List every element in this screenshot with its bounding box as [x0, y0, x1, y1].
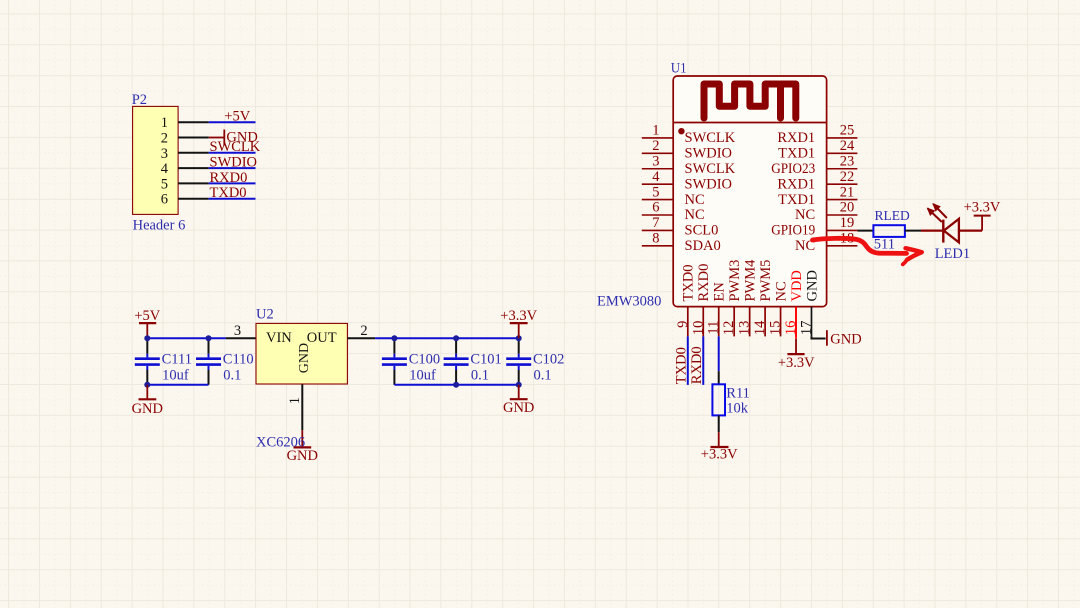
svg-text:21: 21 [840, 184, 855, 200]
svg-text:P2: P2 [132, 92, 147, 108]
svg-text:1: 1 [652, 123, 659, 139]
svg-text:TXD1: TXD1 [778, 146, 815, 162]
svg-text:24: 24 [840, 138, 855, 154]
svg-text:+3.3V: +3.3V [778, 355, 815, 371]
svg-text:U2: U2 [256, 307, 274, 323]
svg-text:22: 22 [840, 169, 855, 185]
svg-text:6: 6 [652, 200, 659, 216]
svg-text:GPIO23: GPIO23 [771, 161, 815, 177]
svg-text:C102: C102 [533, 352, 564, 368]
svg-text:11: 11 [706, 321, 722, 335]
svg-text:TXD0: TXD0 [681, 264, 697, 301]
svg-text:2: 2 [360, 323, 367, 339]
svg-text:10uf: 10uf [409, 367, 436, 383]
svg-text:16: 16 [783, 321, 799, 336]
svg-text:RXD1: RXD1 [777, 176, 815, 192]
svg-text:17: 17 [798, 321, 814, 336]
svg-text:PWM4: PWM4 [743, 259, 759, 302]
svg-text:10uf: 10uf [162, 367, 189, 383]
svg-text:+3.3V: +3.3V [500, 308, 537, 324]
svg-text:SWCLK: SWCLK [685, 161, 736, 177]
svg-text:PWM3: PWM3 [727, 260, 743, 302]
svg-text:TXD1: TXD1 [778, 192, 815, 208]
svg-text:GND: GND [503, 400, 534, 416]
svg-text:GND: GND [132, 401, 163, 417]
svg-text:OUT: OUT [307, 330, 337, 346]
svg-text:PWM5: PWM5 [758, 260, 774, 302]
svg-text:TXD0: TXD0 [673, 347, 689, 384]
svg-text:4: 4 [161, 161, 169, 177]
svg-text:4: 4 [652, 169, 660, 185]
svg-text:+5V: +5V [224, 108, 250, 124]
svg-text:25: 25 [840, 123, 855, 139]
svg-text:GND: GND [287, 448, 318, 464]
svg-text:GND: GND [830, 331, 861, 347]
svg-text:C101: C101 [470, 352, 501, 368]
svg-text:SWDIO: SWDIO [210, 155, 258, 171]
svg-text:GPIO19: GPIO19 [771, 223, 815, 239]
svg-text:LED1: LED1 [935, 246, 970, 262]
svg-text:C110: C110 [223, 352, 254, 368]
svg-text:XC6206: XC6206 [256, 435, 305, 451]
svg-text:NC: NC [685, 207, 705, 223]
svg-text:SCL0: SCL0 [685, 223, 719, 239]
svg-text:RXD1: RXD1 [777, 130, 815, 146]
svg-text:Header 6: Header 6 [133, 218, 186, 234]
svg-text:SDA0: SDA0 [685, 238, 721, 254]
svg-text:2: 2 [161, 131, 168, 147]
svg-text:+5V: +5V [134, 308, 160, 324]
svg-text:3: 3 [652, 153, 659, 169]
svg-text:GND: GND [804, 270, 820, 301]
svg-text:SWDIO: SWDIO [685, 146, 733, 162]
svg-text:GND: GND [297, 343, 312, 373]
svg-text:2: 2 [652, 138, 659, 154]
svg-text:SWDIO: SWDIO [685, 176, 733, 192]
svg-text:1: 1 [287, 397, 303, 404]
svg-text:10: 10 [690, 321, 706, 336]
svg-text:5: 5 [652, 184, 659, 200]
svg-text:SWCLK: SWCLK [685, 130, 736, 146]
svg-text:12: 12 [721, 321, 737, 336]
svg-text:NC: NC [795, 207, 815, 223]
svg-text:23: 23 [840, 153, 855, 169]
svg-text:RXD0: RXD0 [696, 264, 712, 302]
svg-text:0.1: 0.1 [471, 367, 489, 383]
svg-text:SWCLK: SWCLK [210, 139, 261, 155]
svg-text:TXD0: TXD0 [210, 185, 247, 201]
svg-text:RXD0: RXD0 [689, 346, 705, 384]
svg-text:NC: NC [685, 192, 705, 208]
svg-text:14: 14 [752, 320, 768, 335]
svg-text:R11: R11 [726, 386, 750, 402]
svg-text:VIN: VIN [266, 330, 292, 346]
svg-text:1: 1 [161, 115, 168, 131]
svg-text:EN: EN [712, 282, 728, 302]
svg-text:13: 13 [737, 321, 753, 336]
svg-text:U1: U1 [671, 61, 687, 77]
svg-text:NC: NC [773, 281, 789, 301]
svg-text:+3.3V: +3.3V [701, 446, 738, 462]
svg-text:19: 19 [840, 215, 855, 231]
svg-text:RXD0: RXD0 [210, 170, 248, 186]
svg-text:9: 9 [675, 321, 691, 328]
svg-text:15: 15 [768, 321, 784, 336]
svg-text:6: 6 [161, 192, 168, 208]
svg-text:5: 5 [161, 176, 168, 192]
svg-text:NC: NC [795, 238, 815, 254]
svg-text:VDD: VDD [789, 270, 805, 301]
svg-text:10k: 10k [726, 401, 749, 417]
svg-text:511: 511 [874, 236, 895, 252]
svg-text:3: 3 [161, 146, 168, 162]
svg-text:0.1: 0.1 [223, 367, 241, 383]
svg-text:C111: C111 [162, 352, 192, 368]
svg-text:3: 3 [234, 323, 241, 339]
svg-text:8: 8 [652, 231, 659, 247]
svg-text:C100: C100 [409, 352, 440, 368]
svg-text:RLED: RLED [875, 208, 910, 223]
svg-text:GND: GND [226, 129, 257, 145]
svg-text:EMW3080: EMW3080 [597, 294, 661, 310]
svg-text:7: 7 [652, 215, 659, 231]
svg-text:+3.3V: +3.3V [964, 199, 1001, 215]
svg-text:0.1: 0.1 [534, 367, 552, 383]
svg-text:20: 20 [840, 200, 855, 216]
